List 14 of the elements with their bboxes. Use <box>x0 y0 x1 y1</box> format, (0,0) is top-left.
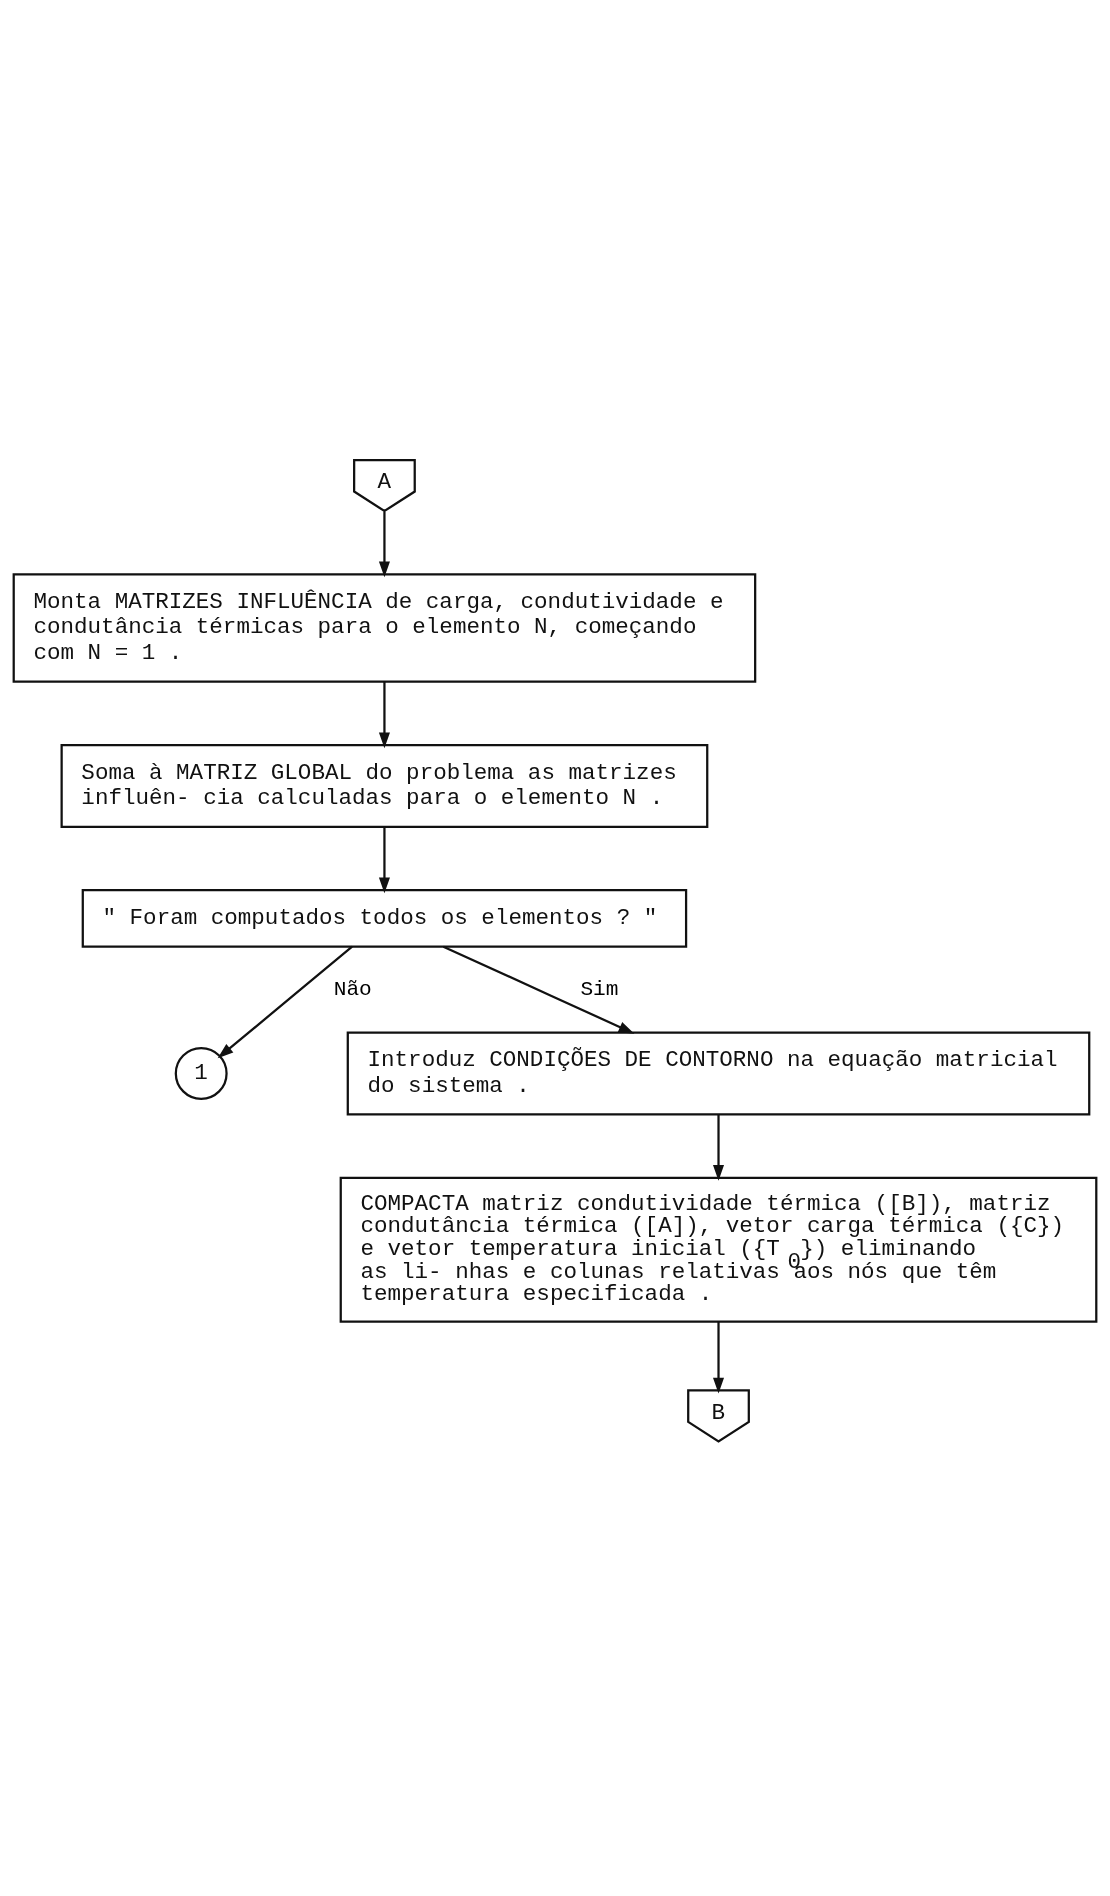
arrow <box>378 511 390 578</box>
edge-label: Não <box>333 976 372 1001</box>
arrow <box>712 1321 725 1394</box>
node-box: Soma à MATRIZ GLOBAL do problema as matrizes influên- cia calculadas para o elemento N . <box>60 743 709 828</box>
arrow <box>217 945 353 1059</box>
arrow <box>712 1114 725 1181</box>
edge-label: Sim <box>580 976 619 1001</box>
arrow <box>442 945 635 1034</box>
arrow <box>378 681 390 749</box>
node-box: Introduz CONDIÇÕES DE CONTORNO na equação matricial do sistema . <box>346 1031 1091 1116</box>
node-circle: 1 <box>174 1046 228 1100</box>
arrow <box>378 826 390 894</box>
node-box: Monta MATRIZES INFLUÊNCIA de carga, condutividade e condutância térmicas para o elemento N, começando com N = 1 . <box>12 573 757 683</box>
node-box: " Foram computados todos os elementos ? " <box>81 889 688 948</box>
